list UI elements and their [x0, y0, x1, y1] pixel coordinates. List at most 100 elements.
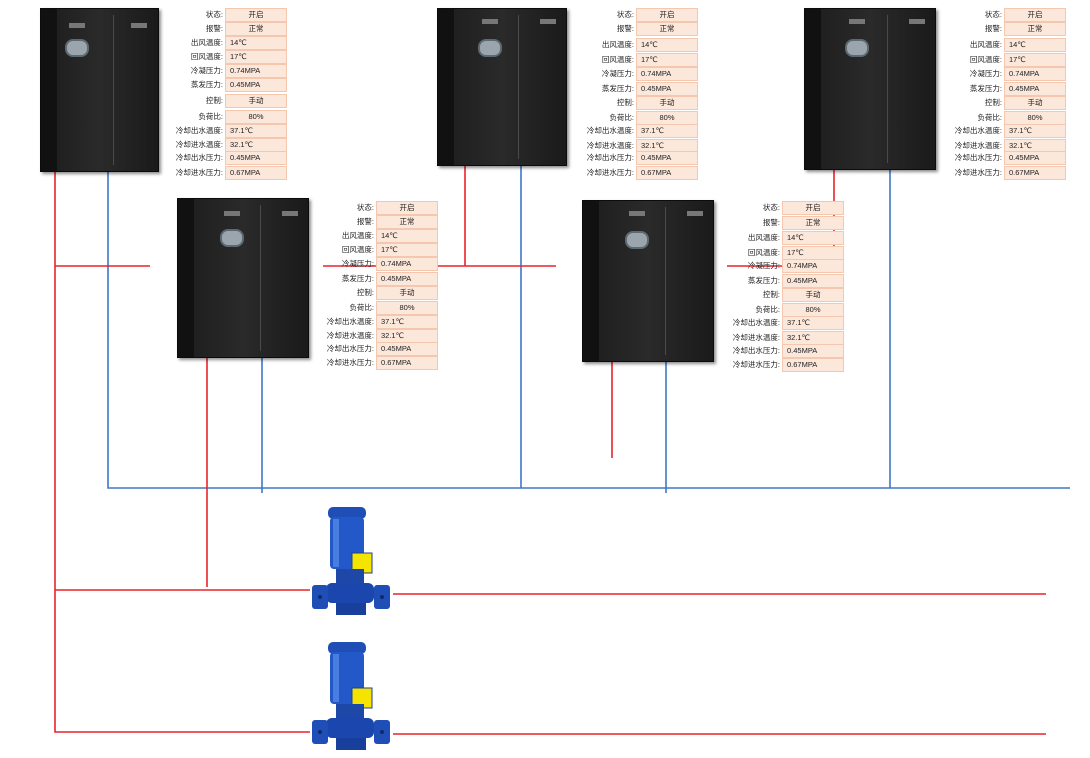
cooling-outlet-temp-value: 37.1℃: [225, 124, 287, 138]
brand-badge-icon: [224, 211, 240, 216]
cooling-inlet-pressure-value: 0.67MPA: [1004, 166, 1066, 180]
cooling-inlet-temp-value: 32.1℃: [376, 329, 438, 343]
evaporating-pressure-label: 蒸发压力:: [969, 84, 1002, 93]
condensing-pressure-label: 冷凝压力:: [190, 66, 223, 75]
status-value: 开启: [1004, 8, 1066, 22]
supply-main-pipe: [54, 170, 310, 733]
return-air-temp-label: 回风温度:: [747, 248, 780, 257]
precision-ac-cabinet[interactable]: [177, 198, 309, 358]
status-label: 状态:: [984, 10, 1002, 19]
evaporating-pressure-value: 0.45MPA: [225, 78, 287, 92]
brand-badge-icon: [849, 19, 865, 24]
supply-air-temp-value: 14℃: [636, 38, 698, 52]
cooling-outlet-temp-label: 冷却出水温度:: [732, 318, 780, 327]
control-mode-value: 手动: [225, 94, 287, 108]
cooling-inlet-pressure-label: 冷却进水压力:: [326, 358, 374, 367]
door-split: [665, 207, 666, 355]
cabinet-side: [41, 9, 57, 171]
evaporating-pressure-value: 0.45MPA: [636, 82, 698, 96]
evaporating-pressure-label: 蒸发压力:: [747, 276, 780, 285]
cooling-inlet-pressure-value: 0.67MPA: [225, 166, 287, 180]
return-pipes: [107, 158, 1070, 493]
cooling-outlet-pressure-label: 冷却出水压力:: [732, 346, 780, 355]
brand-badge-icon: [69, 23, 85, 28]
control-panel-icon: [625, 231, 649, 249]
evaporating-pressure-label: 蒸发压力:: [341, 274, 374, 283]
cooling-outlet-temp-value: 37.1℃: [376, 315, 438, 329]
cooling-inlet-temp-label: 冷却进水温度:: [954, 141, 1002, 150]
supply-air-temp-label: 出风温度:: [190, 38, 223, 47]
return-air-temp-value: 17℃: [636, 53, 698, 67]
cooling-outlet-temp-label: 冷却出水温度:: [954, 126, 1002, 135]
load-ratio-value: 80%: [1004, 111, 1066, 125]
alarm-value: 正常: [636, 22, 698, 36]
condensing-pressure-value: 0.74MPA: [225, 64, 287, 78]
cooling-inlet-temp-label: 冷却进水温度:: [175, 140, 223, 149]
evaporating-pressure-value: 0.45MPA: [1004, 82, 1066, 96]
cabinet-side: [583, 201, 599, 361]
water-pump-icon[interactable]: [306, 640, 396, 756]
cooling-outlet-temp-value: 37.1℃: [1004, 124, 1066, 138]
alarm-value: 正常: [782, 216, 844, 230]
cooling-outlet-pressure-value: 0.45MPA: [782, 344, 844, 358]
cabinet-side: [178, 199, 194, 357]
cooling-inlet-temp-value: 32.1℃: [225, 138, 287, 152]
cooling-outlet-pressure-label: 冷却出水压力:: [954, 153, 1002, 162]
precision-ac-cabinet[interactable]: [582, 200, 714, 362]
precision-ac-cabinet[interactable]: [40, 8, 159, 172]
alarm-value: 正常: [225, 22, 287, 36]
alarm-label: 报警:: [205, 24, 223, 33]
brand-badge-icon: [131, 23, 147, 28]
cooling-inlet-pressure-value: 0.67MPA: [636, 166, 698, 180]
cooling-inlet-pressure-value: 0.67MPA: [782, 358, 844, 372]
supply-air-temp-label: 出风温度:: [969, 40, 1002, 49]
supply-air-temp-value: 14℃: [376, 229, 438, 243]
condensing-pressure-label: 冷凝压力:: [341, 259, 374, 268]
load-ratio-value: 80%: [782, 303, 844, 317]
condensing-pressure-label: 冷凝压力:: [747, 261, 780, 270]
load-ratio-label: 负荷比:: [349, 303, 374, 312]
cooling-outlet-pressure-label: 冷却出水压力:: [586, 153, 634, 162]
control-mode-label: 控制:: [616, 98, 634, 107]
return-air-temp-label: 回风温度:: [190, 52, 223, 61]
return-main-pipe: [107, 165, 1070, 489]
control-mode-value: 手动: [1004, 96, 1066, 110]
load-ratio-label: 负荷比:: [198, 112, 223, 121]
door-split: [113, 15, 114, 165]
status-value: 开启: [636, 8, 698, 22]
alarm-label: 报警:: [984, 24, 1002, 33]
supply-air-temp-value: 14℃: [225, 36, 287, 50]
control-mode-value: 手动: [782, 288, 844, 302]
alarm-value: 正常: [1004, 22, 1066, 36]
condensing-pressure-label: 冷凝压力:: [969, 69, 1002, 78]
precision-ac-cabinet[interactable]: [804, 8, 936, 170]
control-mode-value: 手动: [636, 96, 698, 110]
control-mode-label: 控制:: [356, 288, 374, 297]
cooling-outlet-pressure-value: 0.45MPA: [225, 151, 287, 165]
cabinet-side: [805, 9, 821, 169]
cooling-inlet-pressure-label: 冷却进水压力:: [954, 168, 1002, 177]
cooling-outlet-temp-label: 冷却出水温度:: [175, 126, 223, 135]
evaporating-pressure-value: 0.45MPA: [376, 272, 438, 286]
evaporating-pressure-label: 蒸发压力:: [190, 80, 223, 89]
door-split: [518, 15, 519, 159]
control-mode-label: 控制:: [984, 98, 1002, 107]
condensing-pressure-value: 0.74MPA: [1004, 67, 1066, 81]
alarm-value: 正常: [376, 215, 438, 229]
cooling-inlet-pressure-label: 冷却进水压力:: [175, 168, 223, 177]
water-pump-icon[interactable]: [306, 505, 396, 621]
cooling-inlet-pressure-value: 0.67MPA: [376, 356, 438, 370]
brand-badge-icon: [282, 211, 298, 216]
cooling-inlet-temp-label: 冷却进水温度:: [586, 141, 634, 150]
cooling-outlet-temp-label: 冷却出水温度:: [586, 126, 634, 135]
load-ratio-label: 负荷比:: [609, 113, 634, 122]
control-mode-value: 手动: [376, 286, 438, 300]
status-value: 开启: [225, 8, 287, 22]
alarm-label: 报警:: [762, 218, 780, 227]
supply-air-temp-value: 14℃: [782, 231, 844, 245]
load-ratio-label: 负荷比:: [977, 113, 1002, 122]
precision-ac-cabinet[interactable]: [437, 8, 567, 166]
control-mode-label: 控制:: [205, 96, 223, 105]
evaporating-pressure-label: 蒸发压力:: [601, 84, 634, 93]
door-split: [887, 15, 888, 163]
